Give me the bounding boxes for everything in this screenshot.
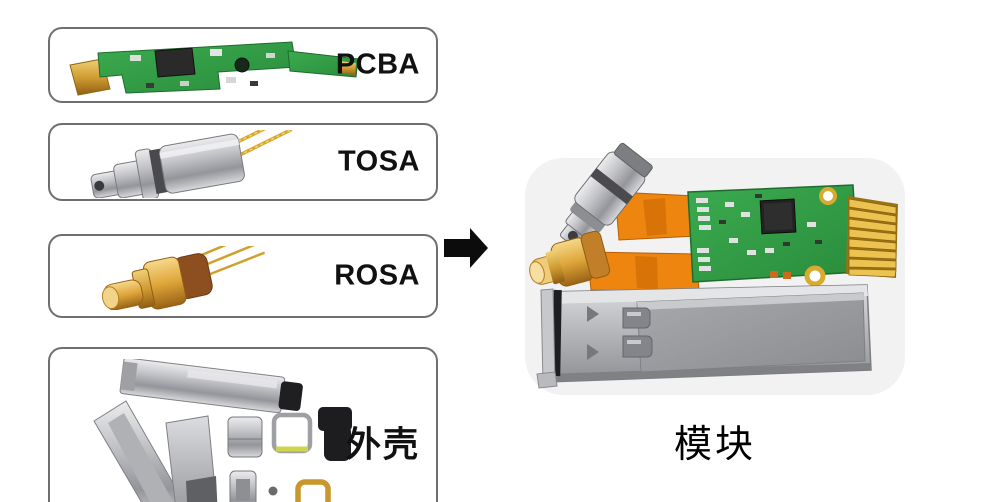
module-label: 模块	[673, 424, 756, 466]
component-label-pcba: PCBA	[335, 48, 420, 81]
component-label-rosa: ROSA	[334, 259, 420, 292]
pcba-image	[69, 41, 359, 96]
component-label-shell: 外壳	[345, 425, 420, 465]
component-box-rosa: ROSA	[48, 234, 438, 318]
tosa-image	[90, 130, 293, 198]
component-box-pcba: PCBA	[48, 27, 438, 103]
component-label-tosa: TOSA	[337, 145, 420, 178]
module-image	[529, 142, 898, 389]
component-box-tosa: TOSA	[48, 123, 438, 201]
component-box-shell: 外壳	[48, 347, 438, 502]
rosa-image	[101, 246, 267, 310]
shell-image	[93, 359, 352, 502]
right-arrow-icon	[444, 228, 488, 268]
